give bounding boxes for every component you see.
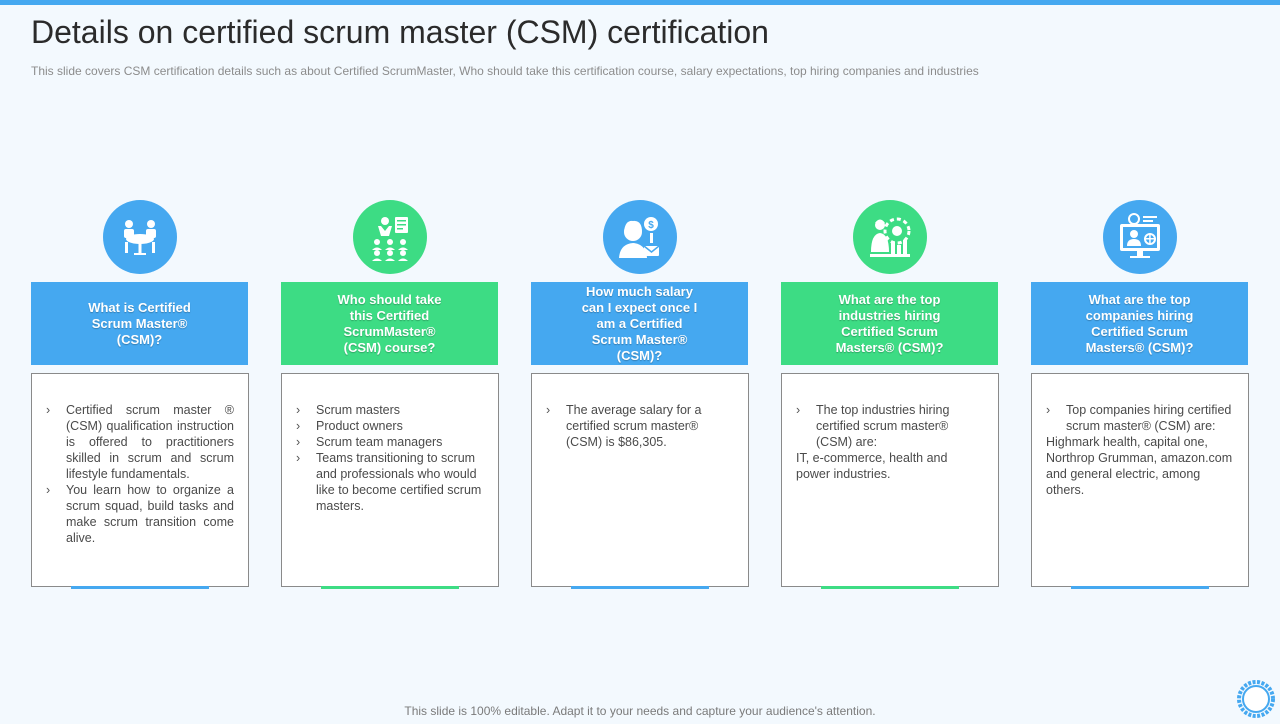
- column-who-should-take: Who should take this Certified ScrumMast…: [281, 200, 499, 590]
- gear-ring-icon: [1236, 679, 1276, 719]
- accent-underline: [71, 586, 209, 589]
- column-body: Scrum masters Product owners Scrum team …: [281, 373, 499, 587]
- industries-list-text: IT, e-commerce, health and power industr…: [796, 451, 948, 481]
- list-item: Scrum masters: [296, 402, 484, 418]
- column-body: The top industries hiring certified scru…: [781, 373, 999, 587]
- list-item: The top industries hiring certified scru…: [796, 402, 984, 450]
- column-body: Top companies hiring certified scrum mas…: [1031, 373, 1249, 587]
- column-header: How much salary can I expect once I am a…: [531, 282, 748, 365]
- list-item: Top companies hiring certified scrum mas…: [1046, 402, 1234, 434]
- list-item: Product owners: [296, 418, 484, 434]
- column-header-text: What are the top companies hiring Certif…: [1085, 291, 1194, 355]
- column-header-text: What are the top industries hiring Certi…: [835, 291, 944, 355]
- column-body: The average salary for a certified scrum…: [531, 373, 749, 587]
- page-subtitle: This slide covers CSM certification deta…: [31, 64, 979, 78]
- column-top-companies: What are the top companies hiring Certif…: [1031, 200, 1249, 590]
- accent-underline: [1071, 586, 1209, 589]
- list-item: Teams transitioning to scrum and profess…: [296, 450, 484, 514]
- footer-note: This slide is 100% editable. Adapt it to…: [404, 704, 876, 718]
- accent-underline: [821, 586, 959, 589]
- accent-underline: [321, 586, 459, 589]
- list-item: Certified scrum master ® (CSM) qualifica…: [46, 402, 234, 482]
- column-header: Who should take this Certified ScrumMast…: [281, 282, 498, 365]
- salary-person-icon: $: [603, 200, 677, 274]
- column-header-text: How much salary can I expect once I am a…: [581, 283, 698, 363]
- column-header-text: Who should take this Certified ScrumMast…: [337, 291, 442, 355]
- svg-text:$: $: [648, 220, 654, 231]
- column-header-text: What is Certified Scrum Master® (CSM)?: [88, 299, 191, 347]
- page-title: Details on certified scrum master (CSM) …: [31, 14, 769, 50]
- column-header: What are the top industries hiring Certi…: [781, 282, 998, 365]
- audience-presentation-icon: [353, 200, 427, 274]
- accent-underline: [571, 586, 709, 589]
- column-header: What is Certified Scrum Master® (CSM)?: [31, 282, 248, 365]
- column-salary: $ How much salary can I expect once I am…: [531, 200, 749, 590]
- companies-list-text: Highmark health, capital one, Northrop G…: [1046, 435, 1233, 497]
- list-item: You learn how to organize a scrum squad,…: [46, 482, 234, 546]
- top-accent-bar: [0, 0, 1280, 5]
- column-body: Certified scrum master ® (CSM) qualifica…: [31, 373, 249, 587]
- column-what-is-csm: What is Certified Scrum Master® (CSM)? C…: [31, 200, 249, 590]
- company-monitor-icon: [1103, 200, 1177, 274]
- column-top-industries: What are the top industries hiring Certi…: [781, 200, 999, 590]
- industry-worker-icon: [853, 200, 927, 274]
- list-item: The average salary for a certified scrum…: [546, 402, 734, 450]
- list-item: Scrum team managers: [296, 434, 484, 450]
- column-header: What are the top companies hiring Certif…: [1031, 282, 1248, 365]
- meeting-table-icon: [103, 200, 177, 274]
